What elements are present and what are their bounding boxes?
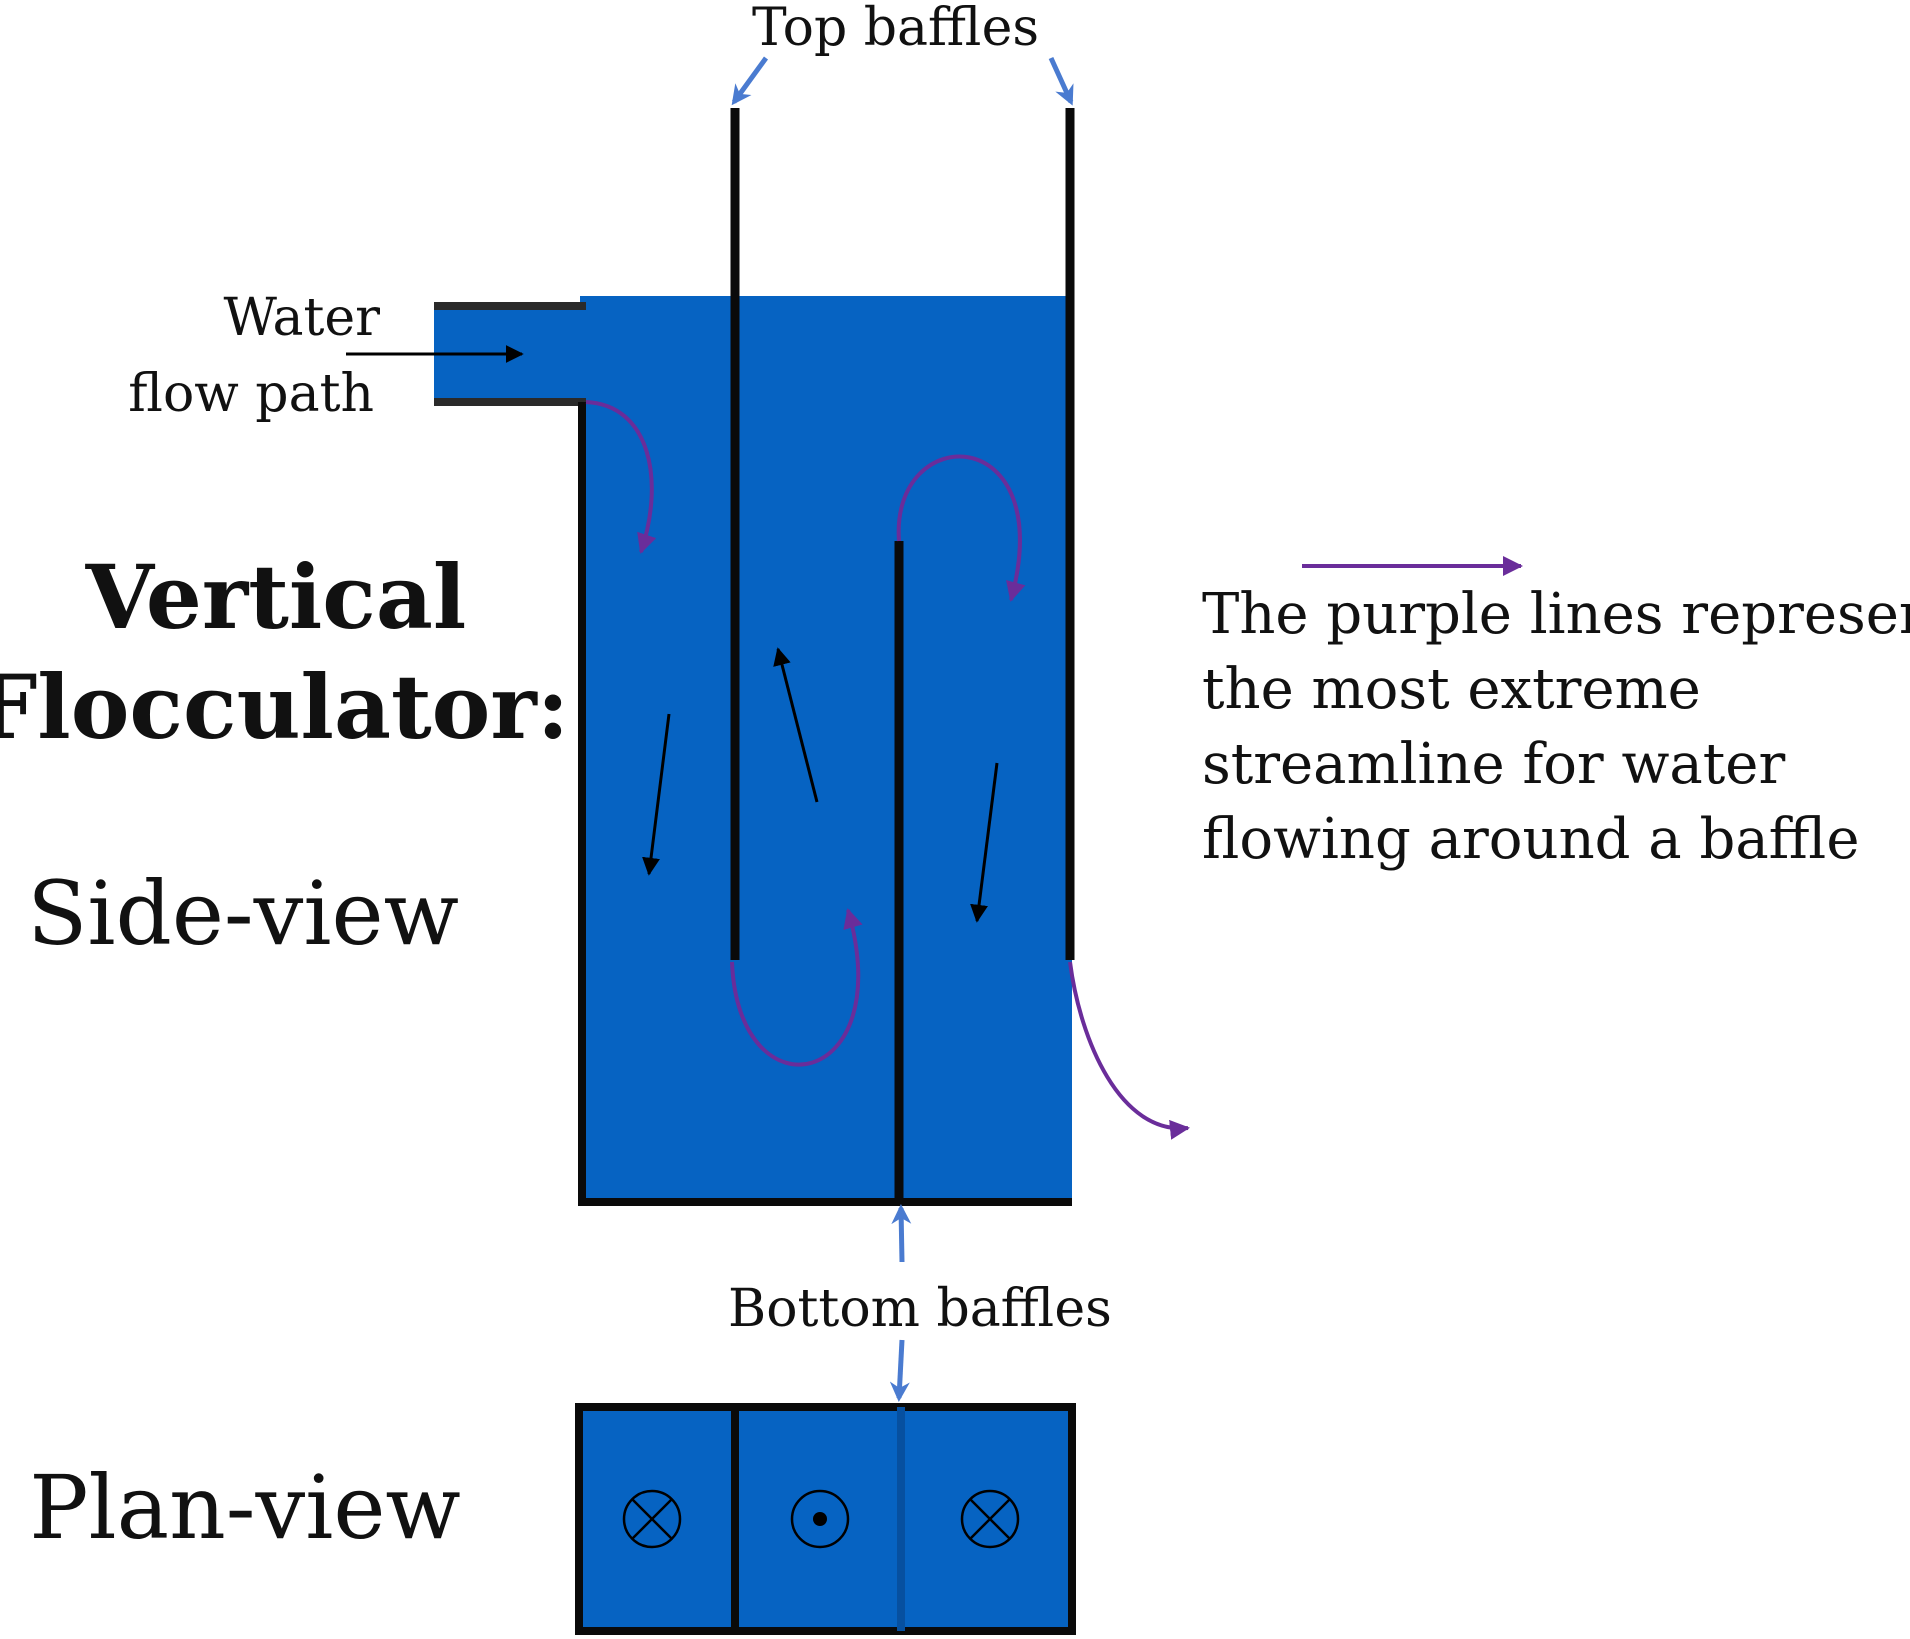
plan-view-label: Plan-view [29,1456,461,1559]
pointer-bottom-baffle-up [891,1204,912,1263]
flow-arrow-down-2 [970,762,999,923]
flow-arrow-up [773,647,819,803]
flow-arrows [346,345,999,923]
inlet-water [434,302,586,402]
pointer-top-baffle-left [731,56,769,106]
pointer-bottom-baffle-down [889,1339,910,1402]
streamline-inlet [585,400,657,554]
top-baffles-label: Top baffles [752,0,1039,58]
diagram-title-line1: Vertical [85,545,467,649]
water-flow-label-line1: Water [224,288,381,348]
note-line: flowing around a baffle [1202,807,1860,872]
pointer-arrows [731,56,1074,1402]
streamline-under-left-baffle [730,908,863,1067]
note-line: streamline for water [1202,732,1785,797]
out-of-page-icon [790,1489,850,1549]
tank-water [580,296,1072,1200]
plan-outline [575,1403,1076,1635]
plan-view-tank [575,1403,1076,1635]
into-page-icon [622,1489,682,1549]
into-page-icon [960,1489,1020,1549]
bottom-baffles-label: Bottom baffles [728,1279,1112,1339]
diagram-title-line2: Flocculator: [0,655,569,759]
streamline-outlet [1068,961,1190,1140]
streamline-note: The purple lines represent the most extr… [1202,582,1910,872]
streamlines [585,400,1523,1140]
pointer-top-baffle-right [1048,56,1074,106]
side-view-tank [434,108,1075,1206]
side-view-label: Side-view [27,862,459,965]
flow-arrow-down-1 [642,713,671,876]
water-flow-label-line2: flow path [128,364,374,424]
streamline-over-bottom-baffle [896,454,1026,602]
note-line: The purple lines represent [1202,582,1910,647]
note-line: the most extreme [1202,657,1701,722]
